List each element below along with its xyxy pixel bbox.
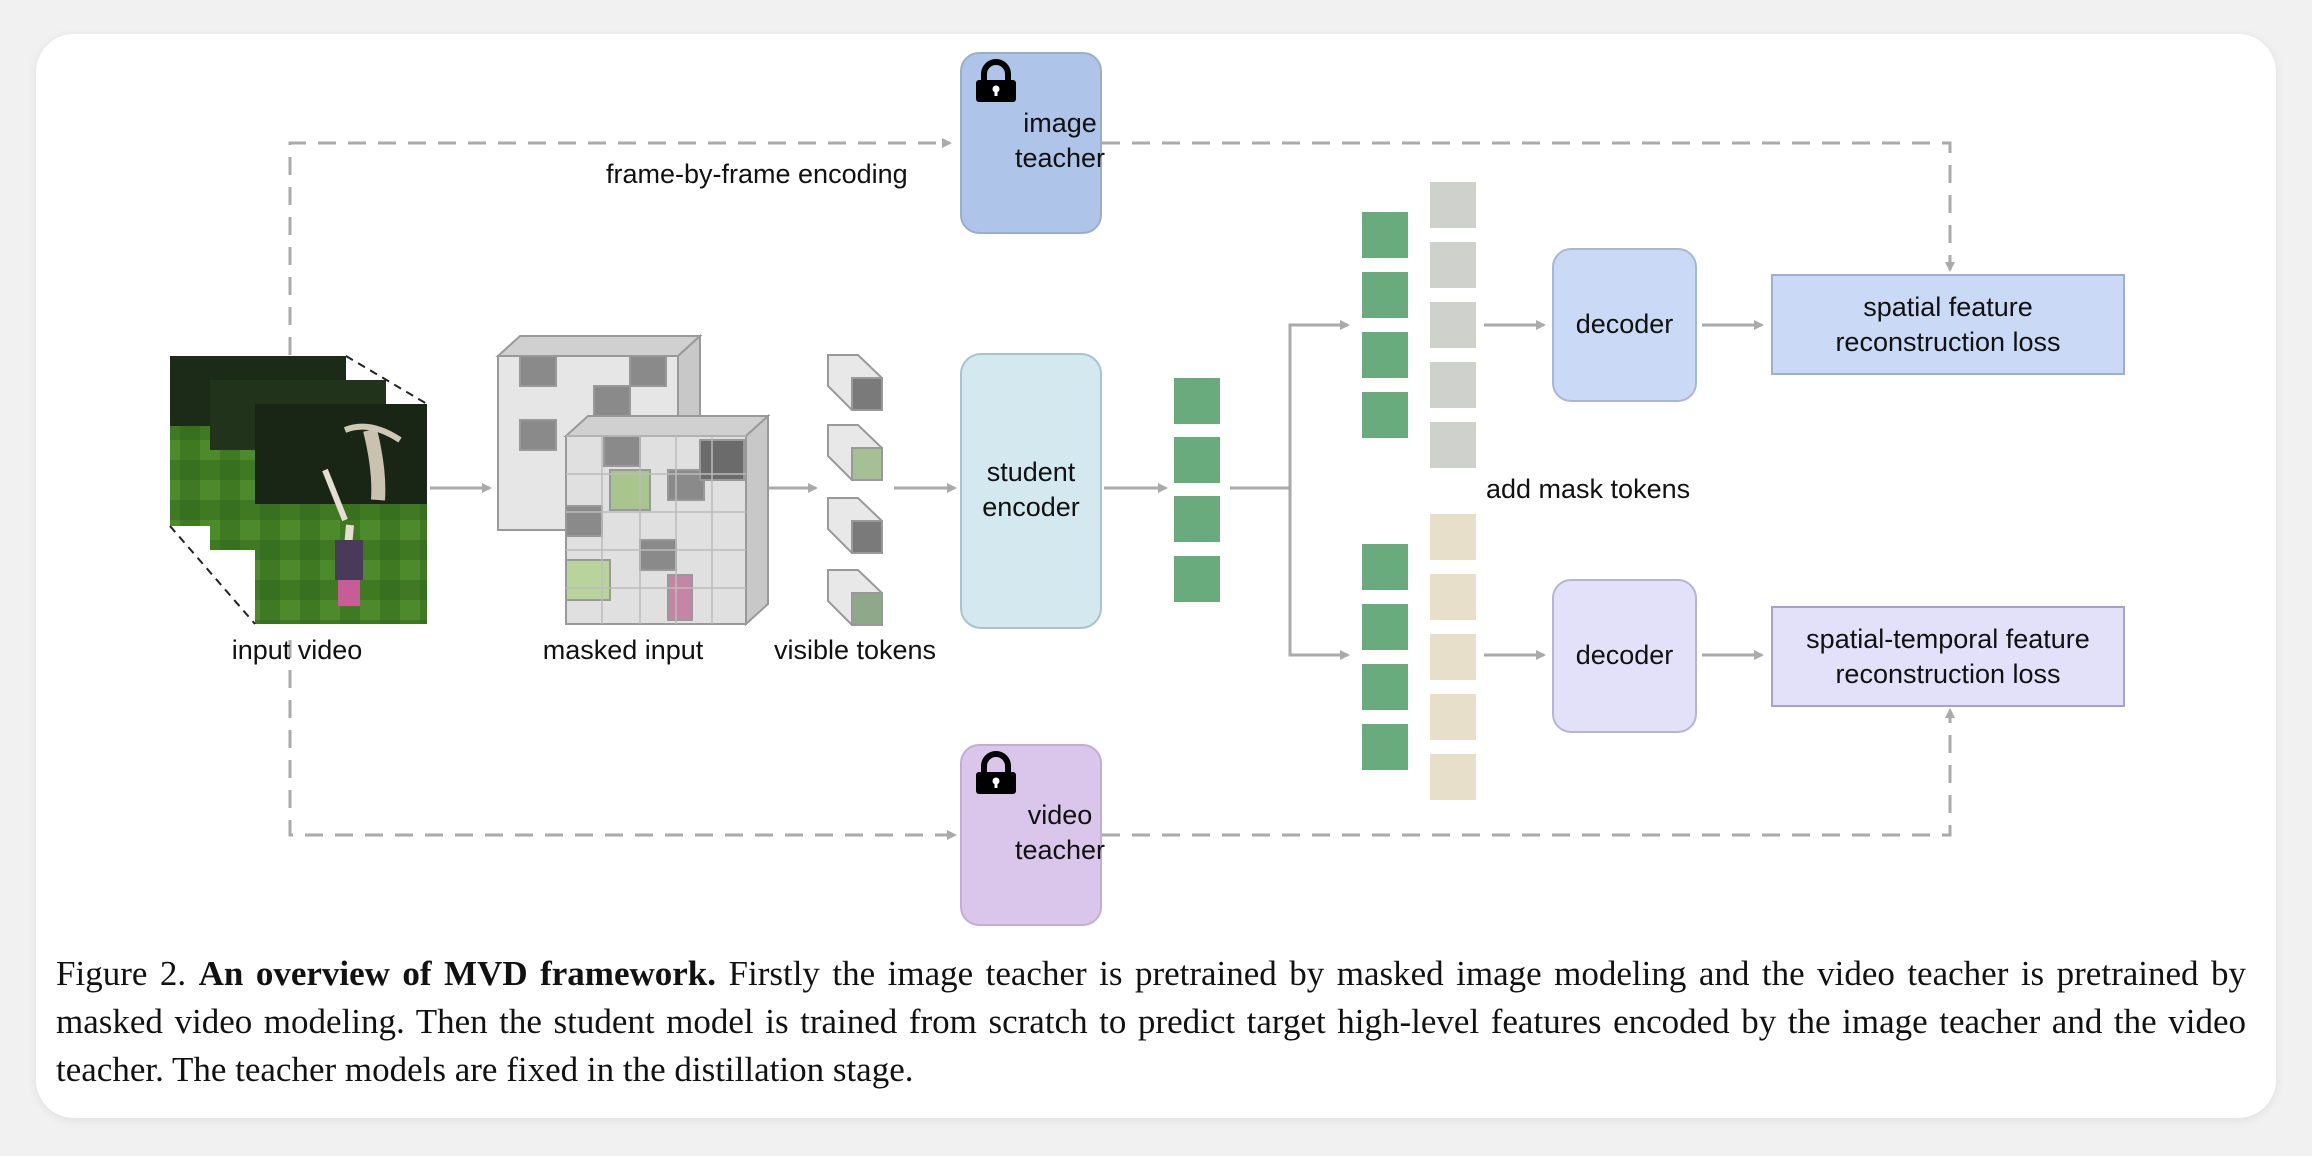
student-encoder-label: student encoder — [982, 457, 1080, 522]
dashed-connectors — [288, 138, 1955, 840]
decoder-bottom-label: decoder — [1575, 640, 1674, 670]
input-video-label: input video — [231, 635, 363, 665]
decoder-bottom-box — [1552, 579, 1697, 733]
spatial-temporal-loss-box — [1771, 606, 2125, 707]
figure-caption: Figure 2. An overview of MVD framework. … — [56, 950, 2246, 1094]
lock-icon — [976, 59, 1016, 102]
image-teacher-label: image teacher — [1014, 108, 1106, 173]
frame-by-frame-label: frame-by-frame encoding — [606, 159, 908, 189]
student-encoder-box — [960, 353, 1102, 629]
add-mask-tokens-label: add mask tokens — [1486, 474, 1691, 504]
masked-input-cubes — [495, 333, 771, 627]
input-video-frames — [169, 355, 428, 625]
caption-title: An overview of MVD framework. — [198, 954, 717, 993]
caption-body: Firstly the image teacher is pretrained … — [56, 954, 2246, 1089]
spatial-loss-box — [1771, 274, 2125, 375]
solid-connectors — [430, 320, 1764, 660]
visible-tokens — [827, 354, 883, 626]
bottom-branch-tokens — [1362, 514, 1476, 800]
masked-input-label: masked input — [542, 635, 704, 665]
caption-prefix: Figure 2. — [56, 954, 187, 993]
spatial-loss-label: spatial feature reconstruction loss — [1835, 292, 2061, 357]
visible-tokens-label: visible tokens — [773, 635, 937, 665]
decoder-top-label: decoder — [1575, 309, 1674, 339]
lock-icon — [976, 751, 1016, 794]
spatial-temporal-loss-label: spatial-temporal feature reconstruction … — [1806, 624, 2090, 689]
decoder-top-box — [1552, 248, 1697, 402]
top-branch-tokens — [1362, 182, 1476, 468]
video-teacher-label: video teacher — [1014, 800, 1106, 865]
encoder-output-tokens — [1174, 378, 1220, 602]
